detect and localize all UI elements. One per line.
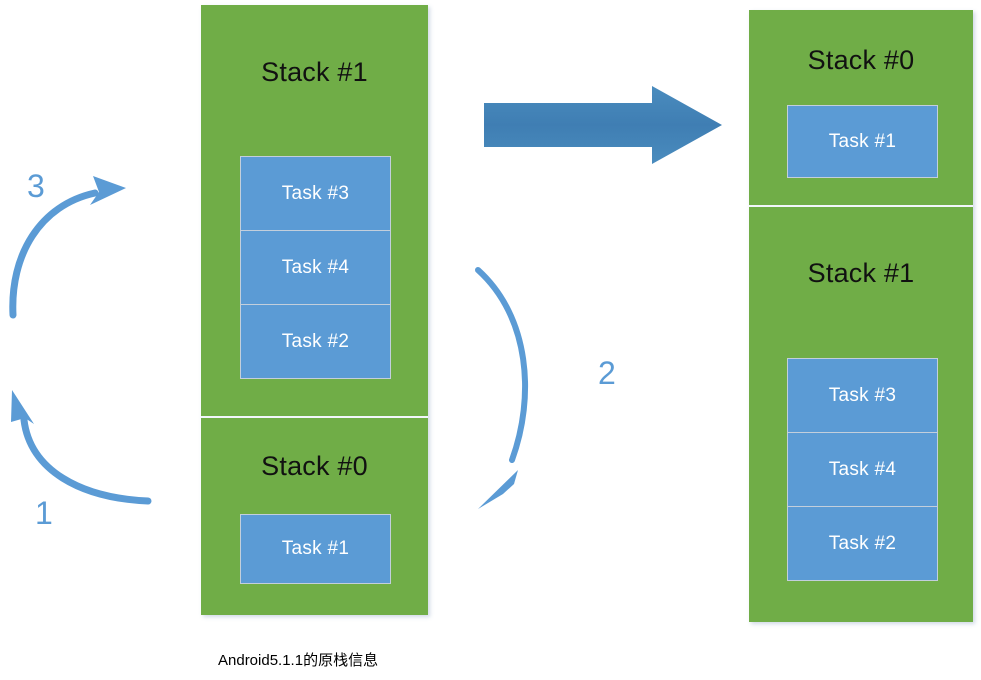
left-stack-panel: Stack #1 Task #3 Task #4 Task #2 Stack #… (201, 5, 428, 615)
left-panel-divider (201, 416, 428, 418)
task-box[interactable]: Task #4 (788, 433, 937, 507)
right-stack-panel: Stack #0 Task #1 Stack #1 Task #3 Task #… (749, 10, 973, 622)
step-label-2: 2 (598, 355, 616, 391)
task-box[interactable]: Task #3 (241, 157, 390, 231)
curved-arrow-2 (475, 267, 528, 509)
right-stack-0-task-group: Task #1 (787, 105, 938, 178)
task-box[interactable]: Task #4 (241, 231, 390, 305)
diagram-caption: Android5.1.1的原栈信息 (218, 652, 379, 669)
task-box[interactable]: Task #2 (241, 305, 390, 378)
right-stack-1-title: Stack #1 (807, 258, 915, 288)
right-stack-0-title: Stack #0 (807, 45, 915, 75)
left-stack-1-title: Stack #1 (261, 57, 368, 87)
step-label-3: 3 (27, 168, 45, 204)
left-stack-1-task-group: Task #3 Task #4 Task #2 (240, 156, 391, 379)
transition-block-arrow (484, 86, 722, 164)
left-stack-0-task-group: Task #1 (240, 514, 391, 584)
left-stack-0-title: Stack #0 (261, 451, 368, 481)
task-box[interactable]: Task #3 (788, 359, 937, 433)
curved-arrow-1 (11, 390, 152, 505)
step-label-1: 1 (35, 495, 53, 531)
task-box[interactable]: Task #2 (788, 507, 937, 580)
right-panel-divider (749, 205, 973, 207)
curved-arrow-3 (9, 176, 126, 319)
task-box[interactable]: Task #1 (788, 106, 937, 177)
right-stack-1-task-group: Task #3 Task #4 Task #2 (787, 358, 938, 581)
task-box[interactable]: Task #1 (241, 515, 390, 583)
